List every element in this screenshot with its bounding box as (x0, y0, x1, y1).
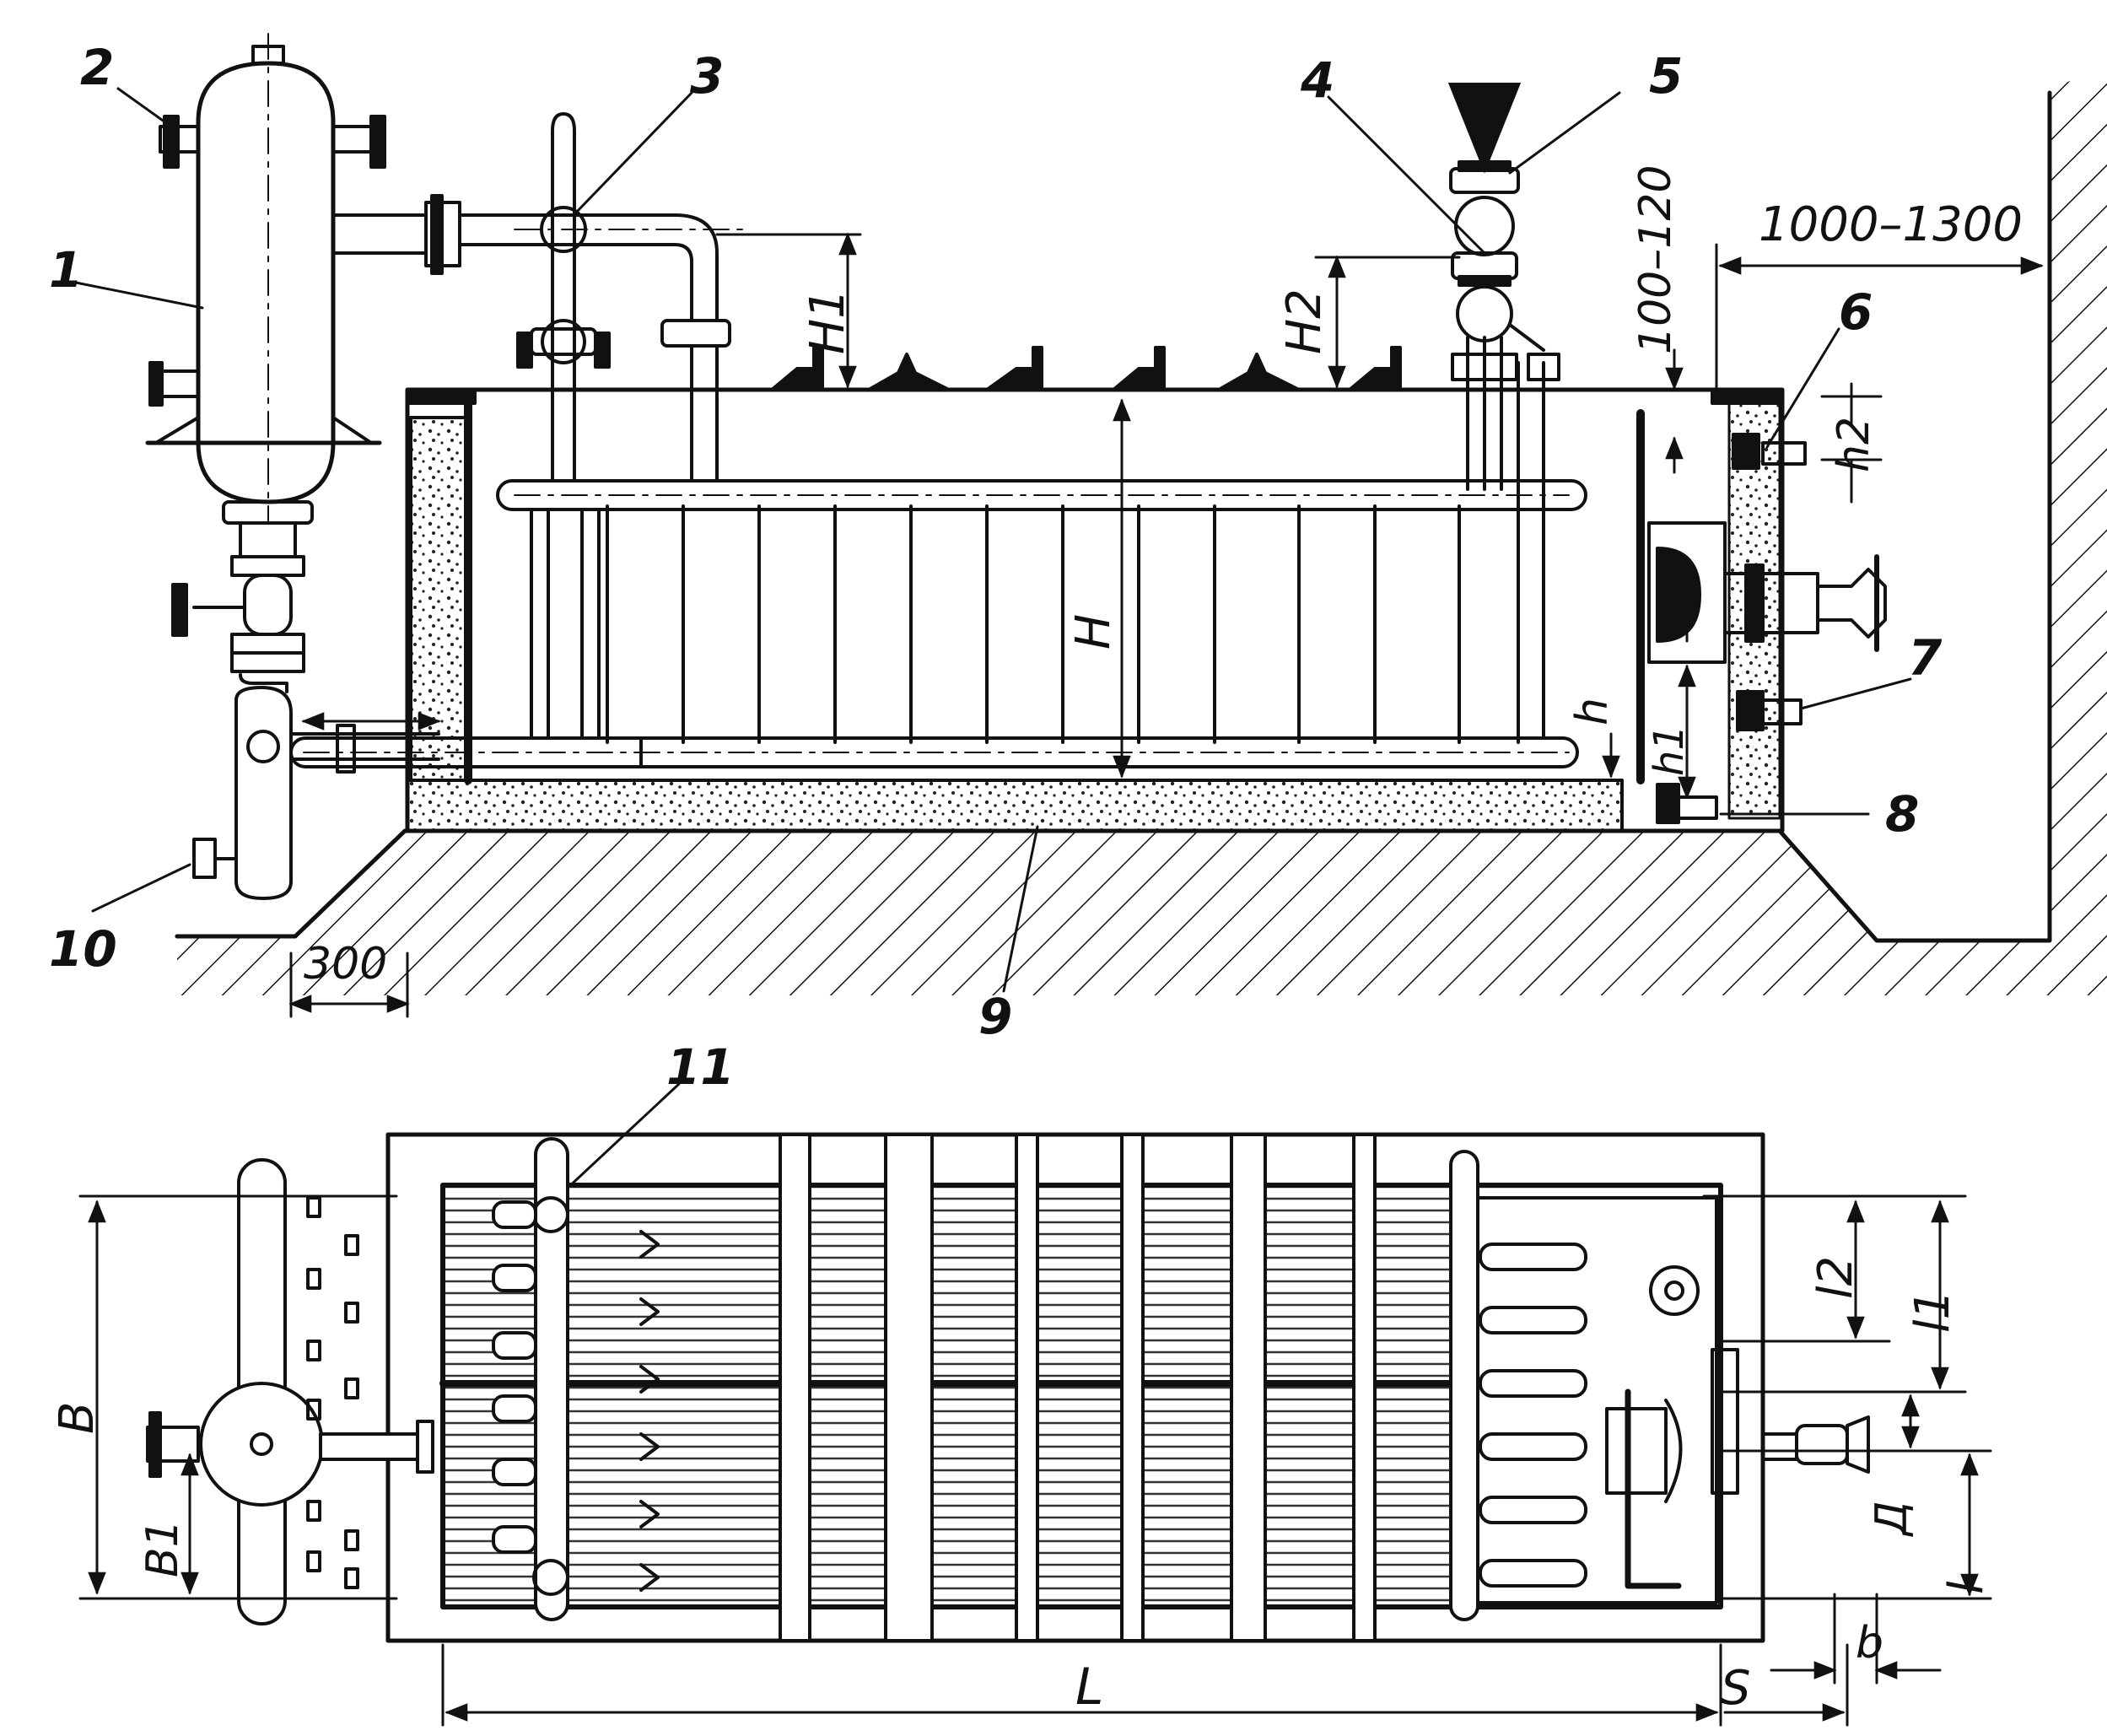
plan-dimensions (78, 1194, 1992, 1727)
callout-10: 10 (49, 920, 117, 978)
dim-l2: l2 (1808, 1256, 1863, 1299)
upper-header (496, 479, 1587, 511)
callout-2: 2 (80, 39, 114, 96)
callout-5: 5 (1649, 47, 1683, 105)
tank-section (405, 387, 1785, 833)
dim-l: l (1939, 1581, 1994, 1594)
callout-8: 8 (1885, 785, 1919, 843)
plan-view (146, 1132, 1870, 1643)
plan-right-terminals (1479, 1243, 1870, 1589)
steam-pipe (331, 112, 743, 483)
dim-h: h (1567, 698, 1618, 725)
dim-L: L (1075, 1658, 1103, 1717)
dim-B: B (50, 1402, 105, 1434)
callout-leaders (74, 87, 1912, 1204)
dimension-labels: 1000–1300 100–120 300 H H1 H2 h h1 h2 B … (50, 164, 2023, 1717)
callout-1: 1 (49, 241, 83, 299)
dim-h2: h2 (1829, 417, 1879, 472)
dim-h1: h1 (1646, 725, 1693, 776)
electrode-plates (606, 504, 1520, 744)
dim-B1: B1 (137, 1519, 188, 1577)
dim-H2: H2 (1277, 288, 1332, 354)
left-fittings (306, 1196, 359, 1589)
dim-S: S (1721, 1661, 1751, 1716)
callout-6: 6 (1839, 283, 1873, 341)
dim-l1: l1 (1905, 1290, 1960, 1333)
dim-base-offset: 300 (304, 939, 387, 989)
dim-wall-gap: 1000–1300 (1759, 197, 2023, 252)
top-dimensions (288, 232, 2044, 1018)
cover-bumps (770, 346, 1402, 391)
dim-D: Д (1867, 1501, 1917, 1537)
callout-numbers: 1 2 3 4 5 6 7 8 9 10 11 (49, 39, 1943, 1096)
insulator-fitting (1647, 433, 1887, 824)
dim-H: H (1066, 614, 1121, 650)
callout-4: 4 (1300, 51, 1334, 109)
dim-H1: H1 (800, 288, 855, 354)
callout-11: 11 (666, 1038, 735, 1096)
callout-9: 9 (978, 988, 1012, 1045)
plan-cross-bars (779, 1133, 1377, 1642)
drain-assembly (171, 500, 441, 900)
callout-3: 3 (690, 47, 724, 105)
lower-header (289, 736, 1579, 768)
plan-terminals (492, 1200, 660, 1592)
risers (530, 361, 1545, 740)
dim-b: b (1856, 1618, 1883, 1669)
dim-cover-gap: 100–120 (1630, 164, 1681, 354)
callout-7: 7 (1908, 629, 1943, 687)
separator-vessel (145, 33, 386, 524)
